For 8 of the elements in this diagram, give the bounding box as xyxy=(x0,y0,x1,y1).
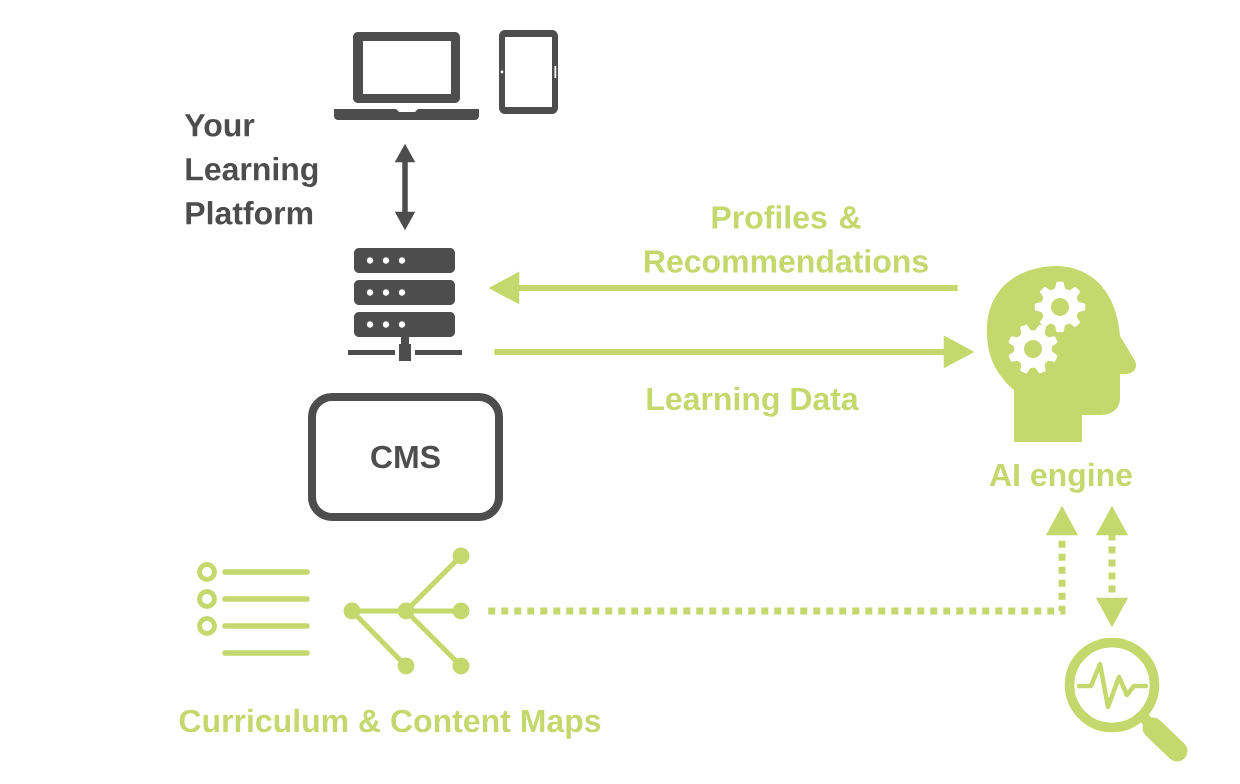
process-box: CMS xyxy=(308,393,503,521)
text-label: Your Learning Platform xyxy=(184,114,318,225)
magnifier-icon xyxy=(1064,637,1188,762)
edge-label: Learning Data xyxy=(645,386,859,417)
node-caption: AI engine xyxy=(989,462,1132,493)
node-caption: Curriculum & Content Maps xyxy=(179,708,601,739)
server-icon xyxy=(348,248,462,361)
edge-label: Profiles & Recommendations xyxy=(636,205,936,273)
